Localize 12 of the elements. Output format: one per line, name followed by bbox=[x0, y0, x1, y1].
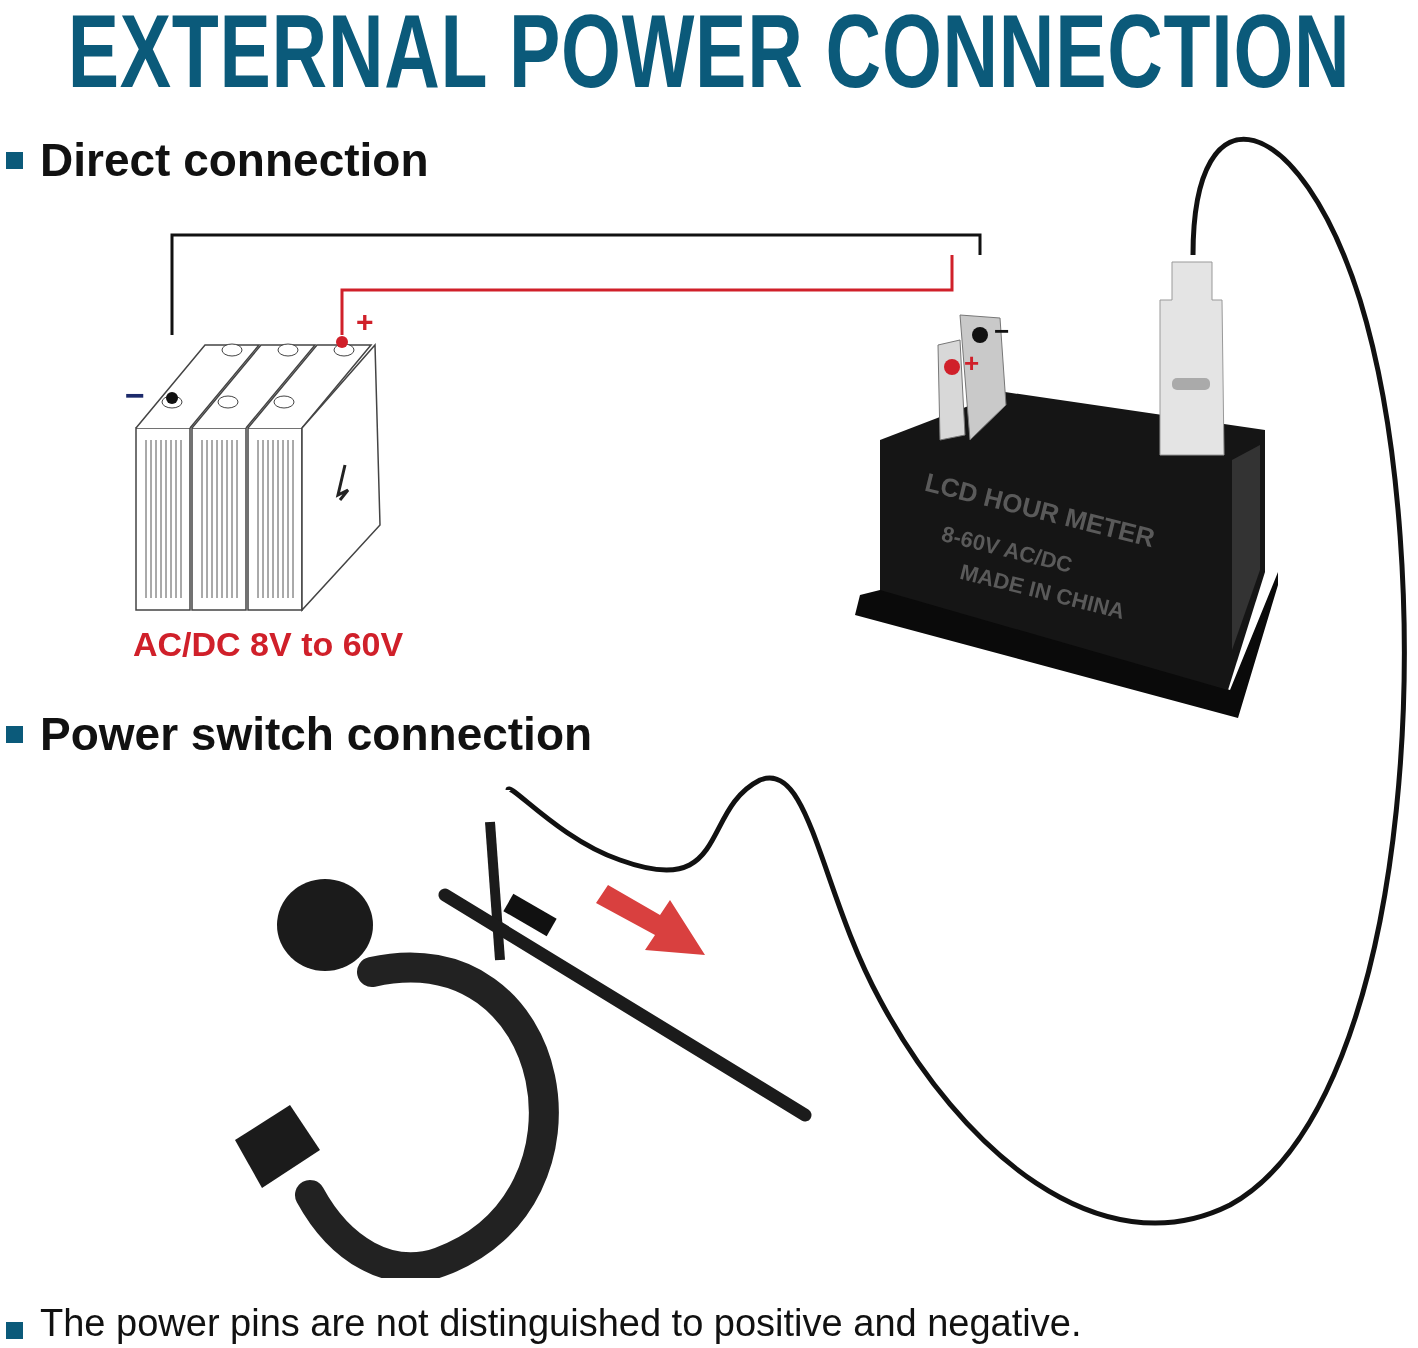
section-heading: Direct connection bbox=[40, 133, 429, 187]
wire bbox=[506, 138, 1407, 1226]
wire bbox=[170, 233, 982, 335]
polarity-sign: + bbox=[356, 305, 374, 339]
polarity-sign: − bbox=[125, 376, 145, 415]
voltage-caption: AC/DC 8V to 60V bbox=[133, 625, 404, 664]
wire bbox=[340, 255, 954, 335]
polarity-sign: − bbox=[994, 316, 1010, 347]
title: EXTERNAL POWER CONNECTION bbox=[67, 0, 1351, 111]
note-text: The power pins are not distinguished to positive and negative. bbox=[40, 1302, 1082, 1345]
section-heading: Power switch connection bbox=[40, 707, 593, 761]
polarity-sign: + bbox=[964, 348, 980, 379]
